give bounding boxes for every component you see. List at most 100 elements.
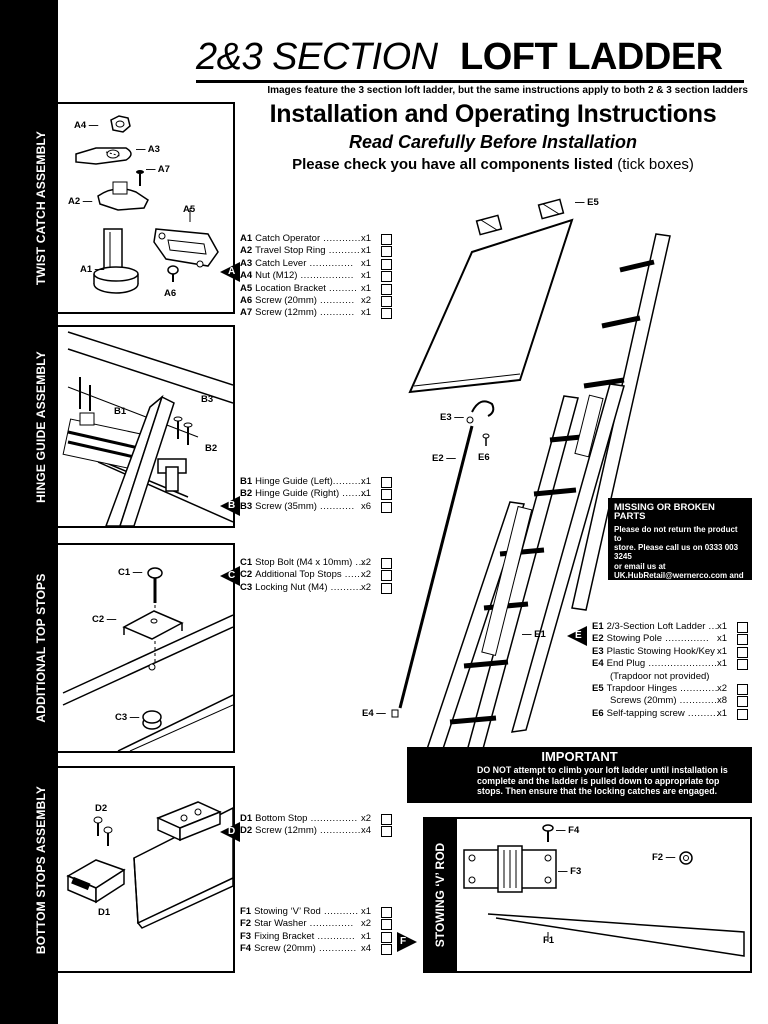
label-e5: — E5	[575, 197, 599, 208]
tick-box-checkbox[interactable]	[381, 582, 392, 594]
tick-box-checkbox[interactable]	[737, 683, 748, 695]
important-line-1: DO NOT attempt to climb your loft ladder…	[477, 765, 728, 775]
part-name: Additional Top Stops	[255, 569, 342, 581]
tab-additional-top-stops: ADDITIONAL TOP STOPS	[24, 543, 58, 753]
part-leader-dots: ..............	[306, 257, 354, 269]
label-b2: B2	[205, 443, 218, 454]
part-quantity: x1	[361, 257, 372, 269]
hinge-guide-illustration	[56, 325, 235, 528]
tick-box-checkbox[interactable]	[381, 295, 392, 307]
tick-box-checkbox[interactable]	[381, 501, 392, 513]
section-marker-a: A	[220, 262, 240, 282]
part-leader-dots: ..........	[325, 245, 361, 257]
tick-box-checkbox[interactable]	[381, 944, 392, 956]
page-heading: Installation and Operating Instructions	[269, 100, 717, 128]
tick-box-checkbox[interactable]	[737, 646, 748, 658]
tick-box-checkbox[interactable]	[737, 659, 748, 671]
tick-box-checkbox[interactable]	[381, 258, 392, 270]
part-code: E2	[592, 633, 604, 645]
check-bold: Please check you have all components lis…	[292, 156, 614, 173]
part-leader-dots: ..........	[332, 476, 365, 487]
part-leader-dots: ..........	[684, 707, 720, 719]
label-e2: E2 —	[432, 453, 456, 464]
stowing-rod-drawing	[463, 824, 745, 957]
part-leader-dots: ...............	[307, 813, 358, 824]
part-quantity: x4	[361, 943, 372, 955]
tick-box-checkbox[interactable]	[737, 634, 748, 646]
ladder-illustration	[391, 198, 671, 777]
important-title: IMPORTANT	[541, 749, 618, 764]
part-quantity: x1	[717, 621, 728, 632]
missing-line-1: Please do not return the product to	[614, 524, 738, 543]
label-a5: A5	[183, 204, 196, 215]
tick-box-checkbox[interactable]	[381, 234, 392, 245]
tick-box-checkbox[interactable]	[381, 283, 392, 295]
tick-box-checkbox[interactable]	[381, 919, 392, 931]
part-quantity: x1	[361, 282, 372, 294]
tick-box-checkbox[interactable]	[381, 814, 392, 825]
subtitle: Images feature the 3 section loft ladder…	[267, 85, 748, 96]
label-a2: A2 —	[68, 196, 93, 207]
part-quantity: x2	[361, 294, 372, 306]
tab-twist-catch-assembly: TWIST CATCH ASSEMBLY	[24, 102, 58, 314]
part-name: Locking Nut (M4)	[255, 581, 328, 593]
tick-box-checkbox[interactable]	[381, 308, 392, 320]
part-quantity: x1	[361, 930, 372, 942]
title-light: 2&3 SECTION	[196, 36, 438, 78]
part-code: E4	[592, 658, 604, 670]
tick-box-checkbox[interactable]	[381, 477, 392, 488]
bottom-stops-drawing	[66, 801, 233, 929]
tick-box-checkbox[interactable]	[381, 246, 392, 258]
important-line-2: complete and the ladder is pulled down t…	[477, 775, 720, 786]
part-name: Stowing ‘V’ Rod	[254, 906, 321, 917]
tick-box-checkbox[interactable]	[381, 826, 392, 838]
tick-box-checkbox[interactable]	[381, 558, 392, 569]
part-name: Catch Operator	[255, 233, 321, 244]
part-quantity: x2	[717, 682, 728, 694]
tick-box-checkbox[interactable]	[737, 622, 748, 633]
tick-box-checkbox[interactable]	[381, 570, 392, 582]
part-leader-dots: ..............	[306, 918, 354, 930]
additional-top-stops-illustration	[56, 543, 235, 753]
part-name: Screw (12mm)	[255, 307, 317, 319]
part-name: Screw (20mm)	[255, 294, 317, 306]
part-quantity: x1	[361, 906, 372, 917]
important-line-3: stops. Then ensure that the locking catc…	[477, 786, 718, 797]
part-leader-dots: ...........	[316, 294, 355, 306]
label-f1: F1	[543, 935, 555, 946]
part-name: Location Bracket	[255, 282, 326, 294]
important-box: IMPORTANT DO NOT attempt to climb your l…	[407, 747, 752, 803]
title-rule	[196, 80, 744, 83]
part-code: E5	[592, 682, 604, 694]
part-name: Catch Lever	[255, 257, 307, 269]
label-c1: C1 —	[118, 567, 143, 578]
tick-box-checkbox[interactable]	[737, 696, 748, 708]
missing-parts-box: MISSING OR BROKEN PARTS Please do not re…	[608, 498, 752, 608]
part-leader-dots: ...........	[316, 500, 355, 512]
part-code: F1	[240, 906, 252, 917]
part-leader-dots: ...........	[316, 307, 355, 319]
tick-box-checkbox[interactable]	[381, 271, 392, 283]
section-marker-f: F	[397, 932, 417, 952]
tick-box-checkbox[interactable]	[381, 931, 392, 943]
tick-box-checkbox[interactable]	[737, 708, 748, 720]
section-marker-c: C	[220, 566, 240, 586]
bottom-stops-illustration	[56, 766, 235, 973]
label-e1: — E1	[522, 629, 546, 640]
part-leader-dots: ...	[352, 557, 365, 568]
part-quantity: x1	[361, 270, 372, 282]
tick-box-checkbox[interactable]	[381, 489, 392, 501]
page-subheading: Read Carefully Before Installation	[348, 132, 638, 152]
tick-box-checkbox[interactable]	[381, 907, 392, 918]
